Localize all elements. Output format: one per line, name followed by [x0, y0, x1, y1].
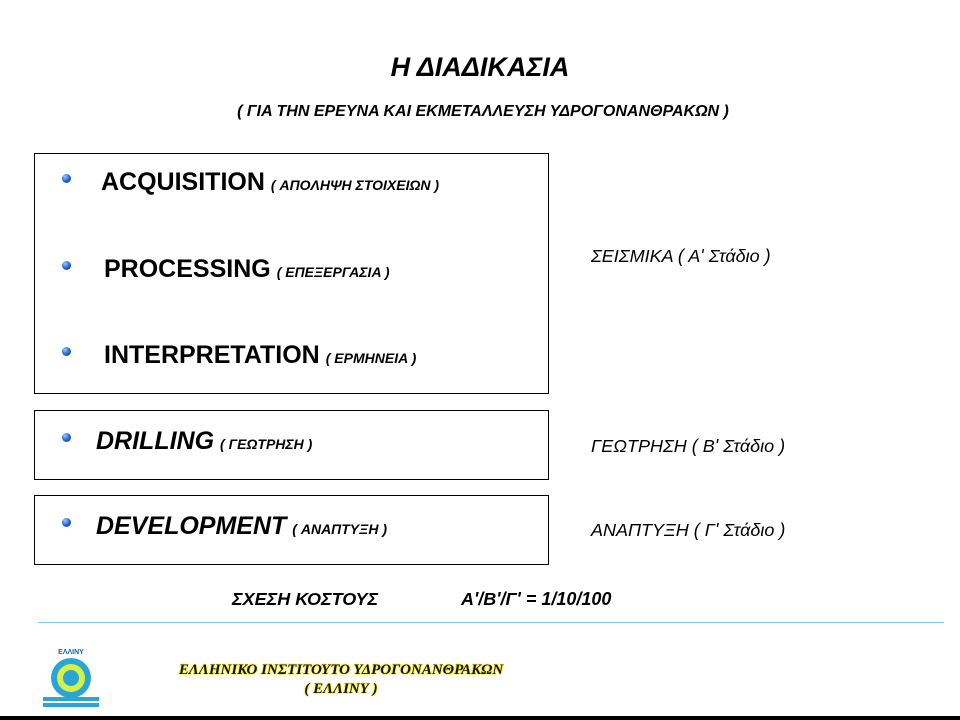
bullet-icon	[62, 261, 71, 270]
bullet-icon	[62, 347, 71, 356]
acquisition-item: ACQUISITION ( ΑΠΟΛΗΨΗ ΣΤΟΙΧΕΙΩΝ )	[101, 168, 439, 197]
processing-term: PROCESSING	[104, 255, 271, 283]
drilling-greek: ( ΓΕΩΤΡΗΣΗ )	[220, 436, 313, 452]
institute-acronym: ( ΕΛΛΙΝΥ )	[304, 681, 378, 697]
cost-relation-label: ΣΧΕΣΗ ΚΟΣΤΟΥΣ	[232, 589, 379, 609]
processing-greek: ( ΕΠΕΞΕΡΓΑΣΙΑ )	[276, 264, 390, 280]
seismic-stage-label: ΣΕΙΣΜΙΚΑ ( Α' Στάδιο )	[591, 246, 771, 266]
divider	[38, 622, 944, 623]
bullet-icon	[62, 433, 71, 442]
development-stage-box	[34, 495, 549, 565]
page-title: Η ΔΙΑΔΙΚΑΣΙΑ	[390, 52, 570, 82]
acquisition-greek: ( ΑΠΟΛΗΨΗ ΣΤΟΙΧΕΙΩΝ )	[270, 177, 440, 193]
page-subtitle: ( ΓΙΑ ΤΗΝ ΕΡΕΥΝΑ ΚΑΙ ΕΚΜΕΤΑΛΛΕΥΣΗ ΥΔΡΟΓΟ…	[237, 103, 729, 120]
bullet-icon	[62, 174, 71, 183]
drilling-item: DRILLING ( ΓΕΩΤΡΗΣΗ )	[96, 427, 312, 456]
development-greek: ( ΑΝΑΠΤΥΞΗ )	[292, 521, 387, 537]
development-term: DEVELOPMENT	[96, 512, 287, 540]
development-stage-label: ΑΝΑΠΤΥΞΗ ( Γ' Στάδιο )	[591, 520, 786, 540]
bullet-icon	[62, 518, 71, 527]
elliny-logo-icon: ΕΛΛΙΝΥ	[43, 649, 99, 707]
logo-text: ΕΛΛΙΝΥ	[58, 649, 84, 656]
interpretation-greek: ( ΕΡΜΗΝΕΙΑ )	[325, 350, 417, 366]
acquisition-term: ACQUISITION	[101, 168, 265, 196]
drilling-stage-label: ΓΕΩΤΡΗΣΗ ( Β' Στάδιο )	[591, 436, 786, 456]
bottom-border	[0, 716, 960, 720]
institute-name: ΕΛΛΗΝΙΚΟ ΙΝΣΤΙΤΟΥΤΟ ΥΔΡΟΓΟΝΑΝΘΡΑΚΩΝ	[178, 662, 504, 678]
cost-relation-value: Α'/Β'/Γ' = 1/10/100	[461, 589, 612, 609]
interpretation-item: INTERPRETATION ( ΕΡΜΗΝΕΙΑ )	[104, 341, 416, 370]
seismic-stage-box	[34, 153, 549, 394]
development-item: DEVELOPMENT ( ΑΝΑΠΤΥΞΗ )	[96, 512, 387, 541]
drilling-stage-box	[34, 410, 549, 480]
drilling-term: DRILLING	[96, 427, 215, 455]
processing-item: PROCESSING ( ΕΠΕΞΕΡΓΑΣΙΑ )	[104, 255, 390, 284]
interpretation-term: INTERPRETATION	[104, 341, 320, 369]
